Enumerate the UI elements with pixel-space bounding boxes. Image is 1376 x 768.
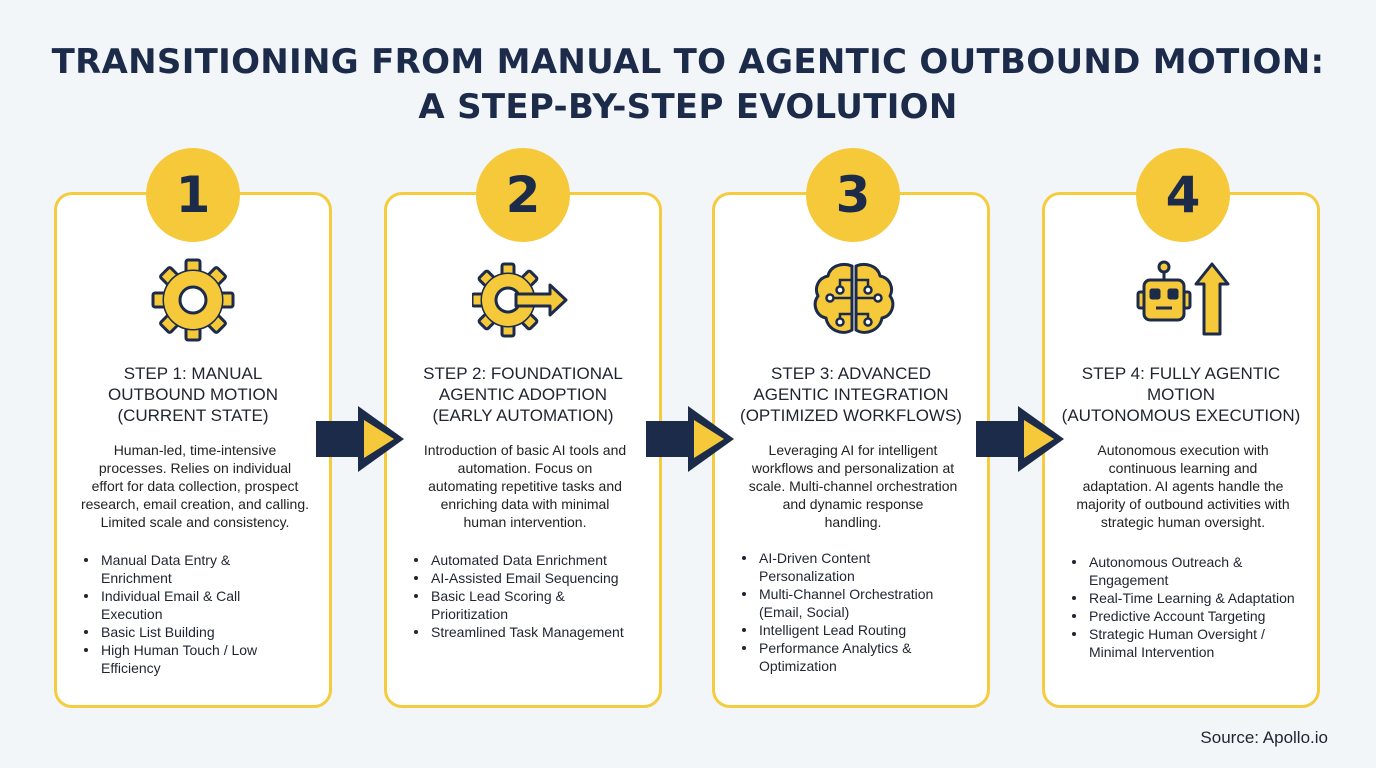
brain-circuit-icon (813, 262, 895, 334)
list-item: AI-Assisted Email Sequencing (405, 569, 649, 587)
source-credit: Source: Apollo.io (1200, 728, 1328, 747)
list-item: Performance Analytics &Optimization (733, 639, 977, 675)
list-item: Strategic Human Oversight /Minimal Inter… (1063, 625, 1307, 661)
description-line: research, email creation, and calling. (80, 496, 309, 512)
step-description: Human-led, time-intensive processes. Rel… (71, 441, 319, 531)
step-title-line: (AUTONOMOUS EXECUTION) (1061, 406, 1301, 425)
title-line-1: TRANSITIONING FROM MANUAL TO AGENTIC OUT… (51, 42, 1325, 82)
step-title: STEP 3: ADVANCED AGENTIC INTEGRATION (OP… (721, 363, 981, 426)
step-number-badge: 4 (1136, 148, 1230, 242)
step-title-line: (CURRENT STATE) (117, 406, 269, 425)
step-title-line: STEP 2: FOUNDATIONAL (423, 364, 623, 383)
title-line-2: A STEP-BY-STEP EVOLUTION (418, 87, 958, 127)
step-card-2: STEP 2: FOUNDATIONAL AGENTIC ADOPTION (E… (384, 192, 662, 708)
step-description: Introduction of basic AI tools and autom… (401, 441, 649, 531)
step-number-badge: 1 (146, 148, 240, 242)
step-title-line: AGENTIC INTEGRATION (753, 385, 949, 404)
list-item: Autonomous Outreach &Engagement (1063, 553, 1307, 589)
description-line: Limited scale and consistency. (100, 514, 290, 530)
description-line: enriching data with minimal (440, 496, 610, 512)
list-item: Multi-Channel Orchestration(Email, Socia… (733, 585, 977, 621)
description-line: human intervention. (463, 514, 587, 530)
list-item: Real-Time Learning & Adaptation (1063, 589, 1307, 607)
bullet-list: Autonomous Outreach &Engagement Real-Tim… (1063, 553, 1307, 661)
description-line: Leveraging AI for intelligent (768, 442, 938, 458)
description-line: Introduction of basic AI tools and (423, 442, 627, 458)
description-line: continuous learning and (1108, 460, 1258, 476)
robot-arrow-up-icon (1136, 260, 1230, 336)
list-item: Basic List Building (75, 623, 319, 641)
step-title-line: STEP 3: ADVANCED (771, 364, 931, 383)
step-title: STEP 1: MANUAL OUTBOUND MOTION (CURRENT … (63, 363, 323, 426)
description-line: handling. (824, 514, 882, 530)
list-item: Manual Data Entry &Enrichment (75, 551, 319, 587)
description-line: majority of outbound activities with (1076, 496, 1290, 512)
step-title-line: AGENTIC ADOPTION (438, 385, 608, 404)
step-description: Leveraging AI for intelligent workflows … (729, 441, 977, 531)
step-title-line: STEP 4: FULLY AGENTIC (1081, 364, 1281, 383)
step-title-line: (EARLY AUTOMATION) (432, 406, 614, 425)
step-number-badge: 2 (476, 148, 570, 242)
step-title-line: MOTION (1147, 385, 1215, 404)
description-line: adaptation. AI agents handle the (1082, 478, 1284, 494)
list-item: Streamlined Task Management (405, 623, 649, 641)
arrow-right-icon (316, 406, 404, 472)
step-description: Autonomous execution with continuous lea… (1059, 441, 1307, 531)
step-card-4: STEP 4: FULLY AGENTIC MOTION (AUTONOMOUS… (1042, 192, 1320, 708)
arrow-right-icon (976, 406, 1064, 472)
list-item: Predictive Account Targeting (1063, 607, 1307, 625)
step-title: STEP 2: FOUNDATIONAL AGENTIC ADOPTION (E… (393, 363, 653, 426)
gear-arrow-icon (472, 262, 568, 338)
description-line: Autonomous execution with (1097, 442, 1269, 458)
description-line: Human-led, time-intensive (113, 442, 277, 458)
arrow-right-icon (646, 406, 734, 472)
description-line: processes. Relies on individual (98, 460, 292, 476)
list-item: Intelligent Lead Routing (733, 621, 977, 639)
description-line: workflows and personalization at (751, 460, 955, 476)
bullet-list: Automated Data Enrichment AI-Assisted Em… (405, 551, 649, 641)
step-number-badge: 3 (806, 148, 900, 242)
description-line: effort for data collection, prospect (91, 478, 299, 494)
description-line: and dynamic response (782, 496, 924, 512)
gear-icon (151, 258, 235, 342)
description-line: automating repetitive tasks and (428, 478, 622, 494)
step-title: STEP 4: FULLY AGENTIC MOTION (AUTONOMOUS… (1051, 363, 1311, 426)
step-title-line: (OPTIMIZED WORKFLOWS) (740, 406, 962, 425)
step-title-line: OUTBOUND MOTION (108, 385, 278, 404)
list-item: Automated Data Enrichment (405, 551, 649, 569)
list-item: Basic Lead Scoring &Prioritization (405, 587, 649, 623)
description-line: scale. Multi-channel orchestration (748, 478, 958, 494)
description-line: strategic human oversight. (1100, 514, 1266, 530)
page-title: TRANSITIONING FROM MANUAL TO AGENTIC OUT… (0, 40, 1376, 130)
description-line: automation. Focus on (457, 460, 593, 476)
step-title-line: STEP 1: MANUAL (123, 364, 263, 383)
bullet-list: Manual Data Entry &Enrichment Individual… (75, 551, 319, 677)
